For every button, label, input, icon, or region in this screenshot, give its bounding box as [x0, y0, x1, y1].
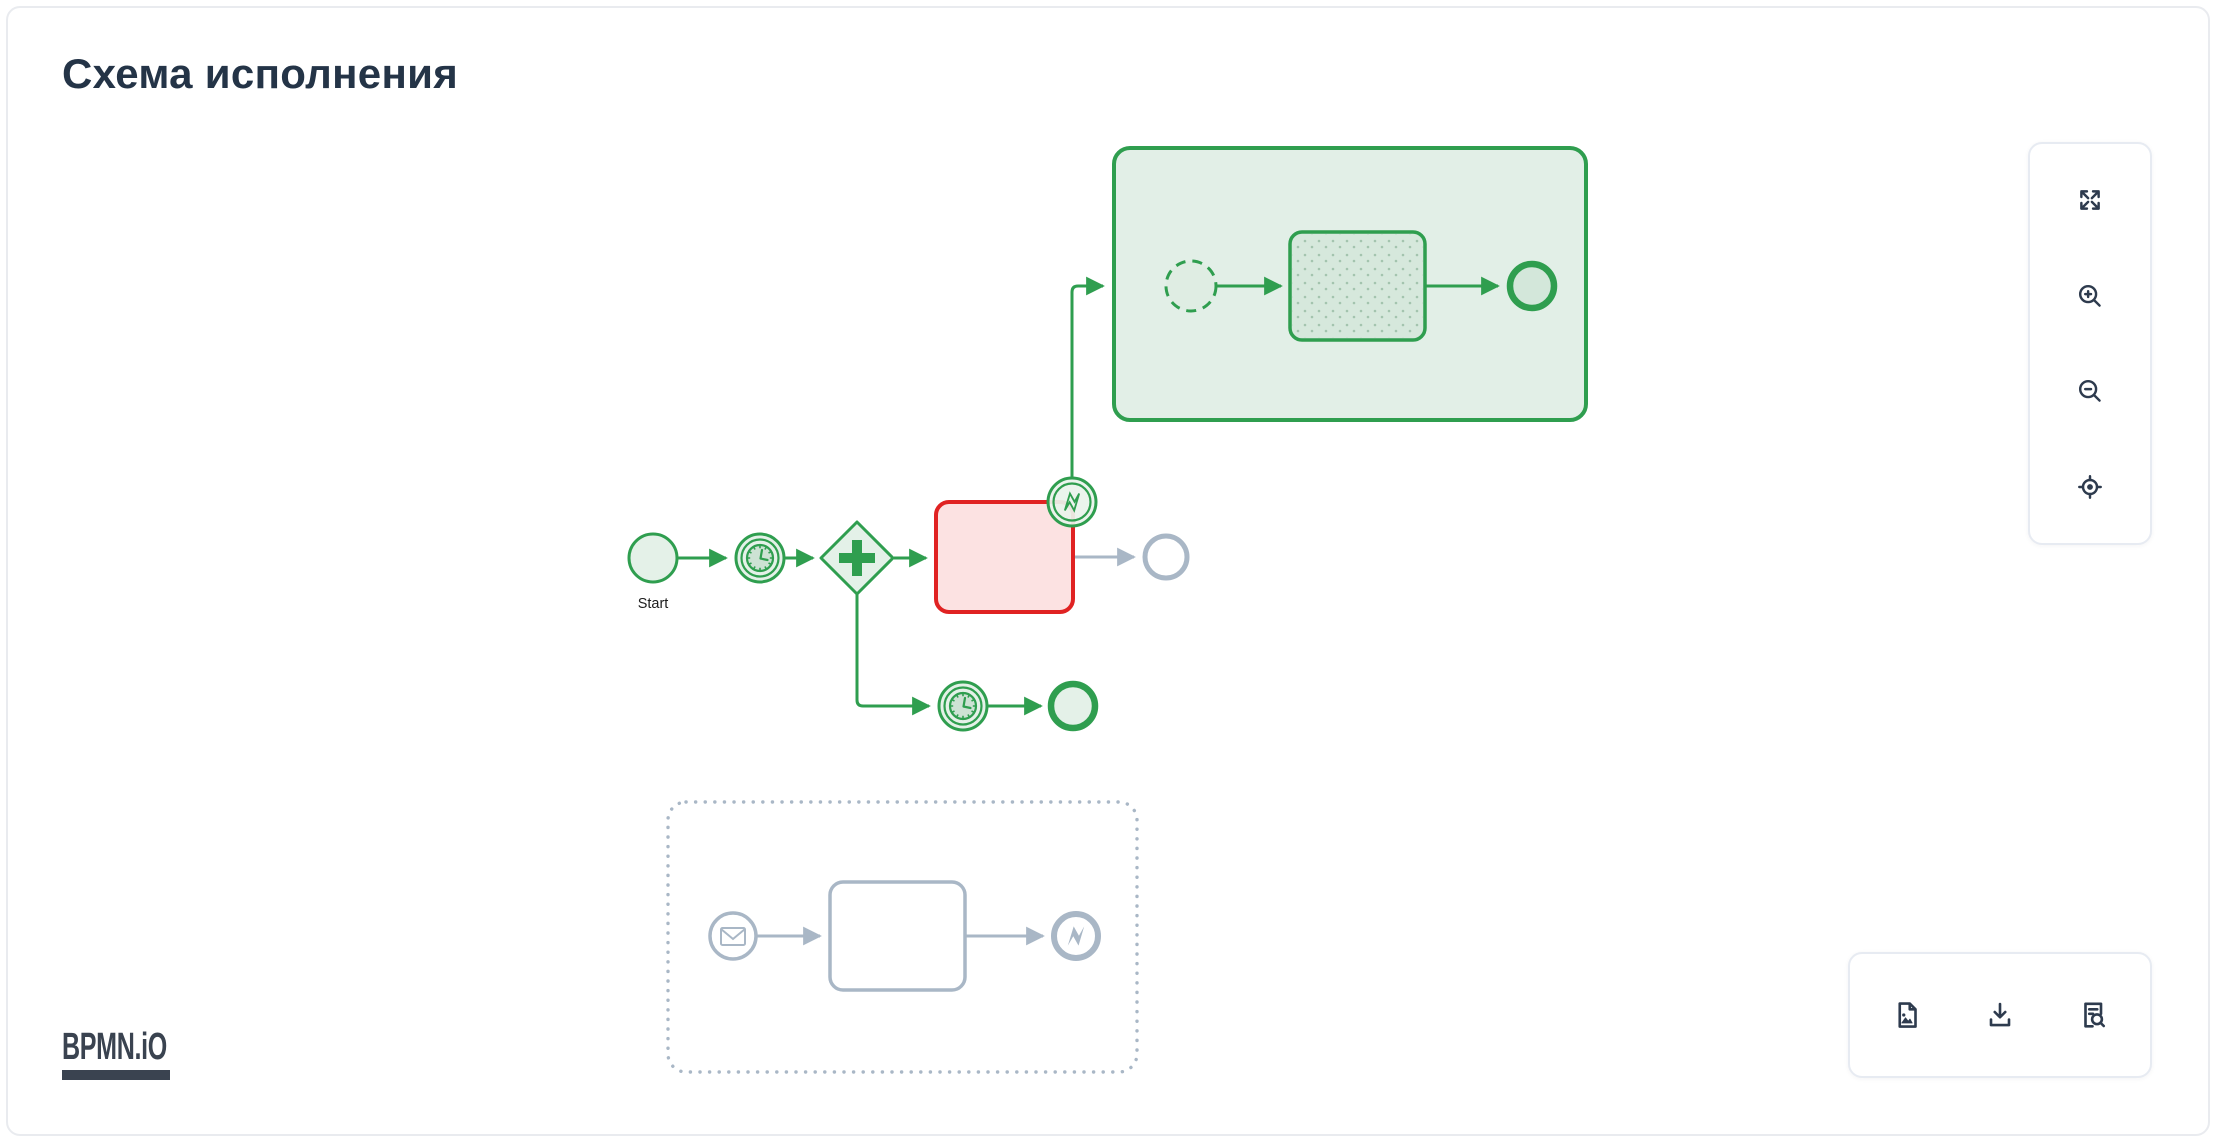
task-failed[interactable] — [934, 500, 1075, 614]
event-subprocess-task[interactable] — [828, 880, 967, 992]
start-event-label: Start — [638, 596, 669, 612]
message-envelope-icon — [720, 927, 746, 946]
subprocess-task[interactable] — [1288, 230, 1427, 342]
zoom-out-button[interactable] — [2030, 344, 2150, 440]
image-file-icon — [1898, 1002, 1917, 1028]
expand-icon — [2080, 190, 2100, 210]
error-boundary-event[interactable] — [1046, 476, 1098, 528]
message-start-event[interactable] — [708, 911, 758, 961]
bpmn-io-logo-underline — [62, 1070, 170, 1080]
error-end-event[interactable] — [1051, 911, 1101, 961]
zoom-out-icon — [2078, 380, 2101, 403]
timer-event-2[interactable] — [937, 680, 989, 732]
timer-event-1[interactable] — [734, 532, 786, 584]
subprocess-end-event[interactable] — [1506, 260, 1558, 312]
end-event-pending[interactable] — [1142, 533, 1190, 581]
zoom-controls-panel — [2028, 142, 2152, 545]
page-title: Схема исполнения — [62, 50, 459, 97]
bpmn-io-logo[interactable]: BPMN.iO — [62, 1026, 221, 1080]
parallel-gateway-plus-icon — [839, 540, 875, 576]
flow-gateway-to-timer2 — [855, 594, 931, 716]
subprocess-start-event[interactable] — [1164, 259, 1218, 313]
download-icon — [1989, 1002, 2011, 1027]
start-event[interactable]: Start — [627, 532, 679, 612]
reset-viewport-button[interactable] — [2030, 439, 2150, 535]
view-source-button[interactable] — [2047, 954, 2140, 1076]
zoom-in-icon — [2078, 284, 2101, 307]
file-search-icon — [2084, 1002, 2106, 1028]
bpmn-io-logo-text: BPMN.iO — [62, 1026, 167, 1068]
crosshair-icon — [2078, 475, 2102, 500]
fullscreen-button[interactable] — [2030, 152, 2150, 248]
flow-boundary-to-subprocess — [1070, 276, 1105, 477]
download-button[interactable] — [1953, 954, 2046, 1076]
export-image-button[interactable] — [1860, 954, 1953, 1076]
export-controls-panel — [1848, 952, 2152, 1078]
parallel-gateway[interactable] — [819, 520, 895, 596]
zoom-in-button[interactable] — [2030, 248, 2150, 344]
end-event-executed[interactable] — [1047, 680, 1099, 732]
